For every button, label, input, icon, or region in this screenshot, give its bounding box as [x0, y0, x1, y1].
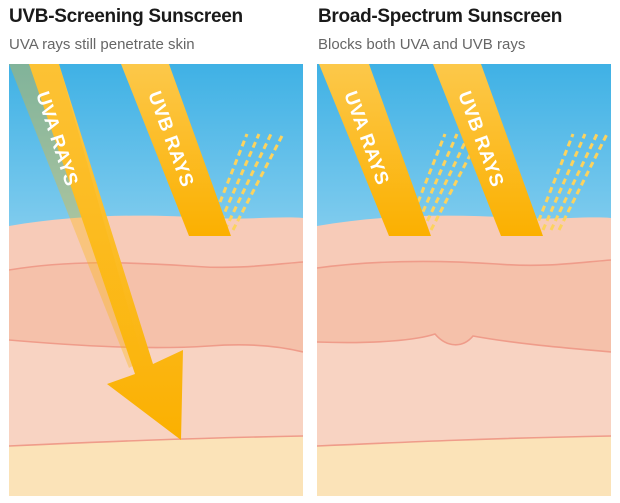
fat-layer [317, 436, 611, 496]
uvb-ray [121, 64, 231, 236]
uva-ray [9, 64, 183, 440]
panel-subtitle: UVA rays still penetrate skin [9, 36, 195, 53]
skin-diagram: UVA RAYS UVB RAYS [317, 64, 611, 496]
uva-ray [319, 64, 431, 236]
panel-title: Broad-Spectrum Sunscreen [318, 6, 563, 27]
panel-uvb-screening: UVB-Screening Sunscreen UVA rays still p… [9, 6, 303, 496]
uvb-blocked-stripes [533, 133, 609, 231]
uvb-ray [433, 64, 543, 236]
panel-broad-spectrum: Broad-Spectrum Sunscreen Blocks both UVA… [310, 0, 620, 503]
fat-layer [9, 436, 303, 496]
skin-diagram: UVA RAYS UVB RAYS [9, 64, 303, 496]
panel-subtitle: Blocks both UVA and UVB rays [318, 36, 526, 53]
uvb-blocked-stripes [207, 133, 285, 231]
panel-title: UVB-Screening Sunscreen [9, 6, 243, 27]
